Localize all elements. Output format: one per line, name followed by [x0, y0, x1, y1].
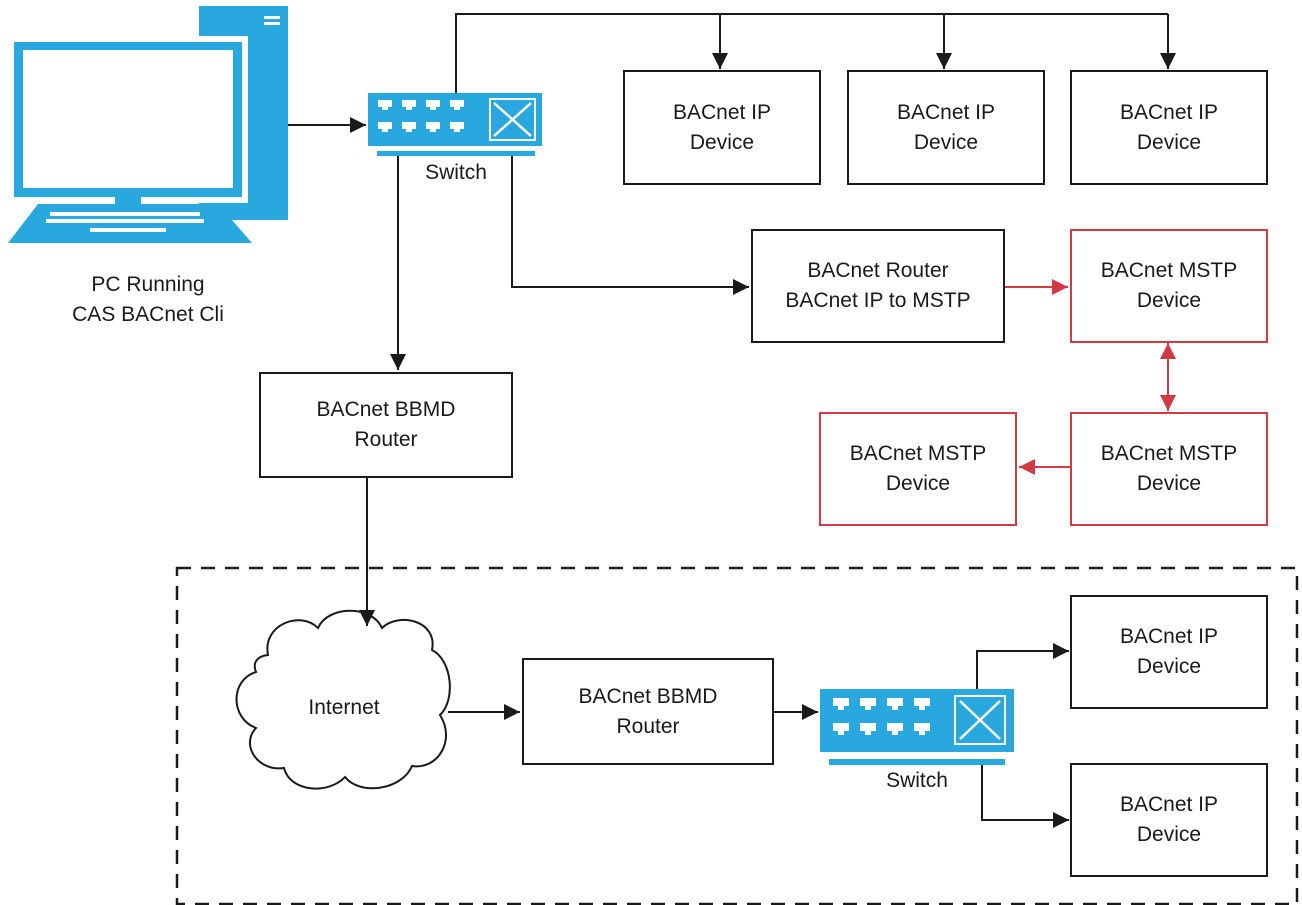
ip-device-remote-line1: BACnet IP	[1119, 793, 1219, 816]
bbmd-router-line1: BACnet BBMD	[316, 398, 456, 421]
pc-label-line2: CAS BACnet Cli	[72, 303, 224, 326]
bbmd-router-remote-box: BACnet BBMD Router	[522, 658, 774, 765]
mstp-device-line2: Device	[885, 472, 951, 495]
bbmd-router-box: BACnet BBMD Router	[259, 372, 513, 478]
ip-device-line2: Device	[689, 130, 755, 154]
mstp-device-line1: BACnet MSTP	[1100, 259, 1238, 282]
link-switch-ip-bottom	[981, 765, 1069, 828]
mstp-device-box: BACnet MSTP Device	[1070, 412, 1268, 526]
mstp-device-line2: Device	[1136, 289, 1202, 312]
ip-device-remote-box: BACnet IP Device	[1070, 595, 1268, 709]
mstp-device-line2: Device	[1136, 472, 1202, 495]
ip-device-line1: BACnet IP	[896, 100, 996, 124]
switch-label: Switch	[425, 161, 487, 184]
router-ip-mstp-box: BACnet Router BACnet IP to MSTP	[751, 229, 1005, 343]
pc-label-line1: PC Running	[91, 273, 205, 296]
ip-device-box: BACnet IP Device	[1070, 70, 1268, 185]
link-switch-ip-top	[976, 643, 1069, 689]
ip-device-box: BACnet IP Device	[847, 70, 1045, 185]
pc-label: PC Running CAS BACnet Cli	[40, 270, 256, 330]
ip-device-remote-line2: Device	[1136, 823, 1202, 846]
mstp-device-box: BACnet MSTP Device	[1070, 229, 1268, 343]
ip-device-remote-box: BACnet IP Device	[1070, 763, 1268, 877]
ip-device-box: BACnet IP Device	[623, 70, 821, 185]
router-ip-mstp-line1: BACnet Router	[807, 259, 949, 282]
bbmd-router-remote-line2: Router	[616, 714, 680, 738]
switch-icon-remote	[820, 689, 1014, 765]
bbmd-router-remote-line1: BACnet BBMD	[578, 684, 718, 708]
connectors	[288, 13, 1176, 828]
mstp-device-box: BACnet MSTP Device	[819, 412, 1017, 526]
remote-site-boundary	[175, 566, 1299, 905]
ip-device-line1: BACnet IP	[672, 100, 772, 124]
bbmd-router-line2: Router	[354, 428, 418, 451]
switch-label-remote: Switch	[886, 769, 948, 792]
internet-label: Internet	[308, 696, 380, 719]
mstp-device-line1: BACnet MSTP	[849, 442, 987, 465]
mstp-device-line1: BACnet MSTP	[1100, 442, 1238, 465]
ip-device-line2: Device	[913, 130, 979, 154]
ip-device-remote-line1: BACnet IP	[1119, 625, 1219, 648]
switch-icon	[368, 93, 542, 156]
ip-device-remote-line2: Device	[1136, 655, 1202, 678]
link-switch-router	[511, 156, 749, 295]
pc-icon	[8, 6, 288, 243]
ip-device-line1: BACnet IP	[1119, 100, 1219, 124]
link-switch-ip-bus	[455, 13, 1168, 93]
router-ip-mstp-line2: BACnet IP to MSTP	[785, 289, 971, 312]
mstp-links	[1004, 279, 1176, 475]
ip-device-line2: Device	[1136, 130, 1202, 154]
